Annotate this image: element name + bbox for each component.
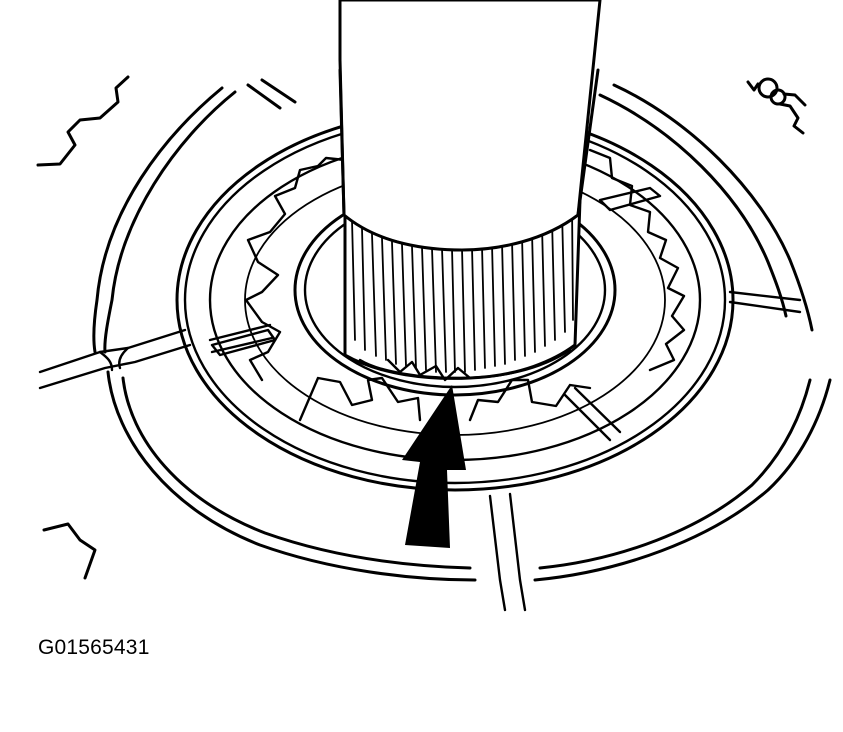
outer-housing-ring [92,78,832,582]
radial-spokes [38,290,802,612]
callout-arrow-icon [402,385,466,548]
figure-id-label: G01565431 [38,636,150,659]
ring-gear [210,148,686,422]
housing-edge-fragments [36,75,807,580]
shaft [338,0,602,252]
